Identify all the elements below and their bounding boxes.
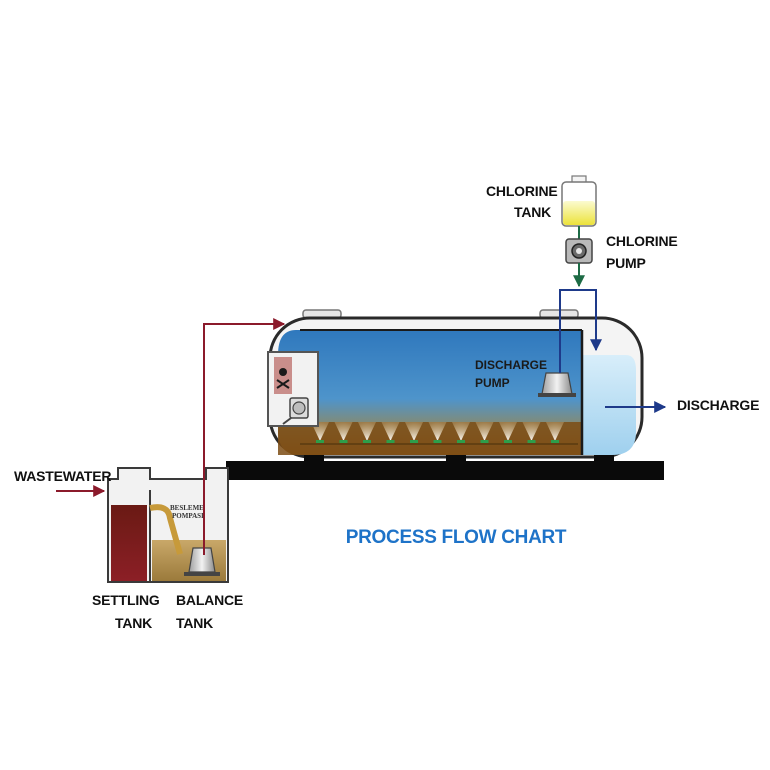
wastewater-label: WASTEWATER	[14, 468, 111, 484]
diffuser-head	[386, 440, 395, 443]
tank-support	[446, 455, 466, 463]
discharge-pipe	[559, 289, 602, 373]
transfer-pipe	[149, 504, 183, 555]
chlorine-pump-label: CHLORINE	[606, 233, 678, 249]
diffuser-head	[504, 440, 512, 443]
chlorine-tank-label: CHLORINE	[486, 183, 558, 199]
air-plume	[452, 422, 470, 441]
chlorine-tank-label: TANK	[514, 204, 551, 220]
tank-support	[594, 455, 614, 463]
air-plume	[546, 422, 564, 441]
diffuser-head	[433, 440, 442, 443]
feed-pipe	[203, 318, 286, 555]
settling-balance-tanks: BESLEME POMPASI	[107, 467, 229, 583]
air-plume	[499, 422, 517, 441]
diffuser-head	[339, 440, 348, 443]
balance-pump-plate: BESLEME	[170, 504, 204, 512]
diffuser-head	[457, 440, 465, 443]
blower-icon	[282, 397, 309, 425]
air-plume	[405, 422, 423, 441]
air-plume	[358, 422, 376, 441]
air-plume	[428, 422, 447, 441]
discharge-pump-label: DISCHARGE	[475, 358, 547, 372]
chlorine-tank	[561, 175, 597, 227]
discharge-pump-label: PUMP	[475, 376, 510, 390]
air-plume	[522, 422, 541, 441]
air-diffusers	[300, 422, 578, 445]
air-plume	[381, 422, 400, 441]
balance-tank-label: TANK	[176, 615, 213, 631]
diffuser-head	[527, 440, 536, 443]
main-treatment-tank	[268, 309, 644, 459]
chlorine-pump	[565, 238, 593, 264]
settling-tank-label: TANK	[115, 615, 152, 631]
balance-pump-plate: POMPASI	[172, 512, 204, 520]
settling-tank-label: SETTLING	[92, 592, 160, 608]
blower-panel	[267, 351, 319, 427]
chlorine-pump-label: PUMP	[606, 255, 646, 271]
diffuser-head	[363, 440, 371, 443]
diffuser-head	[316, 440, 324, 443]
diffuser-head	[480, 440, 489, 443]
base-platform	[226, 461, 664, 480]
diagram-title: PROCESS FLOW CHART	[346, 527, 567, 548]
diffuser-head	[410, 440, 418, 443]
diffuser-head	[551, 440, 559, 443]
settling-chamber	[111, 505, 147, 581]
air-plume	[475, 422, 494, 441]
discharge-label: DISCHARGE	[677, 397, 759, 413]
air-plume	[334, 422, 353, 441]
tank-support	[304, 455, 324, 463]
balance-tank-label: BALANCE	[176, 592, 243, 608]
